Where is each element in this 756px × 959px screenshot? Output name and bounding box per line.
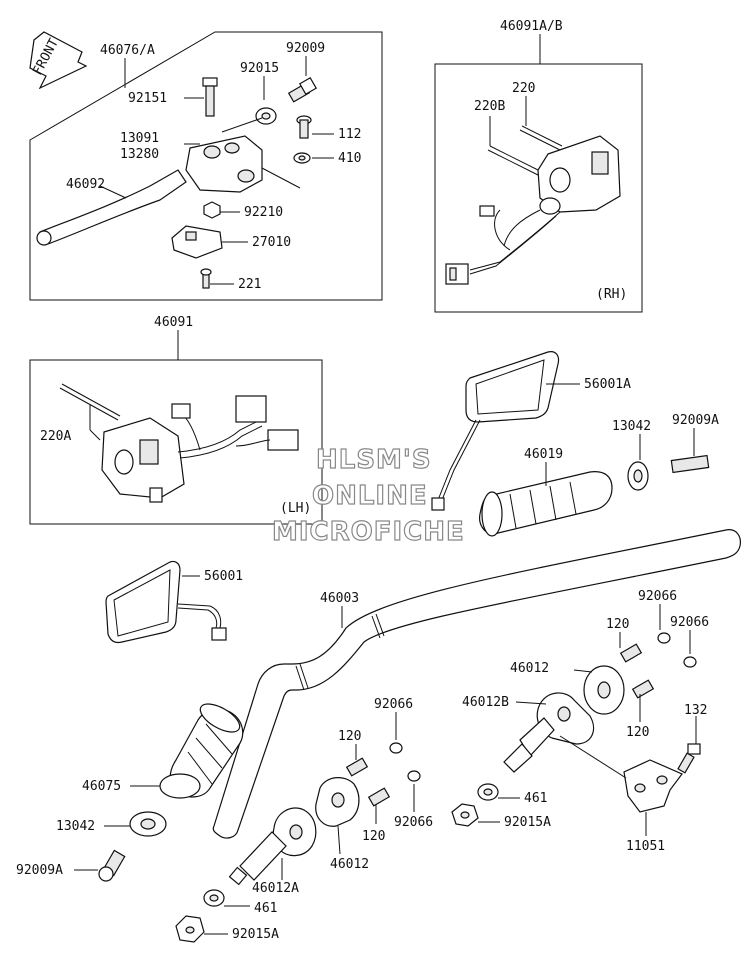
label-56001A: 56001A [584, 377, 631, 392]
label-92009A-top: 92009A [672, 413, 719, 428]
label-56001: 56001 [204, 569, 243, 584]
nut-92015a-a-icon [451, 803, 500, 827]
washer-461-b-icon [203, 889, 250, 907]
washer-461-a-icon [477, 783, 520, 801]
label-221: 221 [238, 277, 261, 292]
screw-92009a-top-icon [670, 428, 710, 474]
bolt-120-c-icon [345, 744, 369, 777]
washer-92066-d-icon [407, 770, 421, 812]
nut-92015a-b-icon [175, 915, 228, 943]
nut-92015-icon [255, 76, 277, 125]
bolt-120-d-icon [367, 787, 391, 824]
label-46076A: 46076/A [100, 43, 155, 58]
screw-92009a-bottom-icon [74, 849, 126, 882]
label-92066-c: 92066 [374, 697, 413, 712]
label-46092: 46092 [66, 177, 105, 192]
label-11051: 11051 [626, 839, 665, 854]
clamp-46012-right-icon [503, 665, 625, 773]
lever-assembly-box [29, 31, 383, 301]
label-120-c: 120 [338, 729, 361, 744]
bolt-120-a-icon [619, 632, 643, 663]
switch-rh-box [434, 63, 643, 313]
label-461-b: 461 [254, 901, 277, 916]
switch-lh-group: 46091 (LH) [29, 315, 323, 525]
label-220A: 220A [40, 429, 71, 444]
label-112: 112 [338, 127, 361, 142]
label-120-a: 120 [606, 617, 629, 632]
weight-13042-top-icon [627, 434, 649, 491]
label-132: 132 [684, 703, 707, 718]
label-92066-b: 92066 [670, 615, 709, 630]
mirror-56001-icon [105, 560, 227, 644]
rh-tag: (RH) [596, 287, 627, 302]
clamp-46012-left-icon [228, 777, 360, 886]
label-46091: 46091 [154, 315, 193, 330]
label-46091AB: 46091A/B [500, 19, 563, 34]
screw-220-icon [519, 96, 563, 151]
watermark: HLSM'S ONLINE MICROFICHE [271, 444, 465, 547]
mirror-56001a-icon [431, 351, 580, 511]
bolt-132-icon [677, 716, 701, 774]
lever-assembly-group: 46076/A [29, 31, 383, 301]
label-46003: 46003 [320, 591, 359, 606]
front-arrow-icon: FRONT [29, 31, 88, 90]
screw-112-icon [296, 115, 334, 139]
watermark-line1: HLSM'S [316, 445, 432, 475]
label-92066-a: 92066 [638, 589, 677, 604]
label-92009: 92009 [286, 41, 325, 56]
label-120-b: 120 [626, 725, 649, 740]
label-46075: 46075 [82, 779, 121, 794]
label-120-d: 120 [362, 829, 385, 844]
label-46012-b: 46012 [330, 857, 369, 872]
label-220B: 220B [474, 99, 505, 114]
label-46012A: 46012A [252, 881, 299, 896]
switch-27010-icon [171, 225, 248, 259]
label-410: 410 [338, 151, 361, 166]
switch-housing-rh-icon [445, 135, 621, 285]
bolt-92151-icon [184, 77, 218, 117]
label-461-a: 461 [524, 791, 547, 806]
label-92015A-a: 92015A [504, 815, 551, 830]
nut-92210-icon [203, 201, 240, 219]
label-220: 220 [512, 81, 535, 96]
bracket-11051-icon [559, 735, 683, 836]
label-13280: 13280 [120, 147, 159, 162]
washer-92066-c-icon [389, 712, 403, 754]
label-46012-a: 46012 [510, 661, 549, 676]
label-92151: 92151 [128, 91, 167, 106]
bolt-92009-icon [287, 56, 318, 103]
grip-46019-icon [479, 462, 613, 537]
bolt-120-b-icon [631, 679, 655, 722]
screw-220a-icon [59, 383, 121, 441]
watermark-line2: ONLINE [312, 481, 428, 511]
washer-92066-a-icon [657, 604, 671, 644]
label-27010: 27010 [252, 235, 291, 250]
screw-221-icon [200, 268, 234, 289]
label-13091: 13091 [120, 131, 159, 146]
label-13042-top: 13042 [612, 419, 651, 434]
washer-410-icon [261, 152, 334, 189]
switch-housing-lh-icon [101, 395, 299, 503]
lever-holder-13091-icon [184, 117, 263, 193]
grip-46075-icon [130, 703, 244, 799]
weight-13042-bottom-icon [104, 811, 167, 837]
label-92009A-bottom: 92009A [16, 863, 63, 878]
screw-220b-icon [487, 116, 543, 177]
lever-46092-icon [36, 169, 187, 246]
lh-tag: (LH) [280, 501, 311, 516]
label-92015A-b: 92015A [232, 927, 279, 942]
watermark-line3: MICROFICHE [272, 517, 465, 547]
label-92210: 92210 [244, 205, 283, 220]
label-46012B: 46012B [462, 695, 509, 710]
label-92066-d: 92066 [394, 815, 433, 830]
switch-rh-group: 46091A/B (RH) [434, 19, 643, 313]
label-46019: 46019 [524, 447, 563, 462]
switch-lh-box [29, 359, 323, 525]
label-92015: 92015 [240, 61, 279, 76]
label-13042-bottom: 13042 [56, 819, 95, 834]
handlebar-46003-icon [212, 529, 741, 839]
washer-92066-b-icon [683, 630, 697, 668]
